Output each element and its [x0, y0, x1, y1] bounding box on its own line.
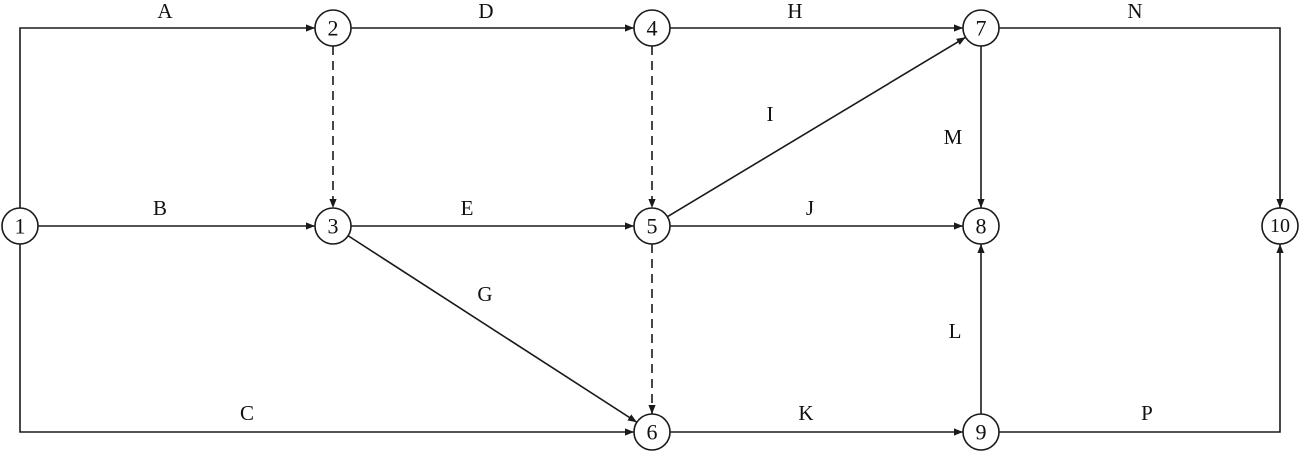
edge-label-N: N — [1127, 0, 1142, 23]
edge-P — [999, 244, 1284, 433]
edge-label-L: L — [949, 319, 962, 343]
node-1: 1 — [1, 207, 39, 245]
node-7: 7 — [962, 9, 1000, 47]
edge-C — [19, 244, 634, 436]
edge-label-A: A — [157, 0, 173, 23]
node-8-label: 8 — [976, 214, 987, 239]
node-6-label: 6 — [647, 420, 658, 445]
edge-label-D: D — [478, 0, 493, 23]
node-2: 2 — [314, 9, 352, 47]
node-9-label: 9 — [976, 420, 987, 445]
edge-label-G: G — [477, 282, 492, 306]
node-7-label: 7 — [976, 16, 987, 41]
edge-G — [347, 235, 638, 423]
edges-layer — [19, 24, 1284, 436]
node-5: 5 — [633, 207, 671, 245]
edge-I — [667, 36, 966, 218]
nodes-layer: 1 2 3 4 5 6 7 8 9 10 — [1, 9, 1299, 451]
edge-label-J: J — [806, 196, 814, 220]
edge-label-B: B — [153, 196, 167, 220]
edge-label-M: M — [944, 125, 963, 149]
node-3: 3 — [314, 207, 352, 245]
node-1-label: 1 — [15, 214, 26, 239]
node-9: 9 — [962, 413, 1000, 451]
node-10: 10 — [1261, 207, 1299, 245]
node-6: 6 — [633, 413, 671, 451]
edge-label-H: H — [787, 0, 802, 23]
edge-A — [19, 24, 315, 208]
node-4-label: 4 — [647, 16, 658, 41]
node-10-label: 10 — [1270, 215, 1290, 237]
edge-labels-layer: A B C D E G H I J K M N L P — [153, 0, 1153, 425]
node-8: 8 — [962, 207, 1000, 245]
edge-label-I: I — [767, 102, 774, 126]
edge-label-P: P — [1141, 401, 1153, 425]
edge-N — [999, 27, 1284, 208]
node-5-label: 5 — [647, 214, 658, 239]
edge-label-E: E — [461, 196, 474, 220]
edge-label-K: K — [798, 401, 813, 425]
node-4: 4 — [633, 9, 671, 47]
edge-label-C: C — [240, 401, 254, 425]
node-3-label: 3 — [328, 214, 339, 239]
node-2-label: 2 — [328, 16, 339, 41]
